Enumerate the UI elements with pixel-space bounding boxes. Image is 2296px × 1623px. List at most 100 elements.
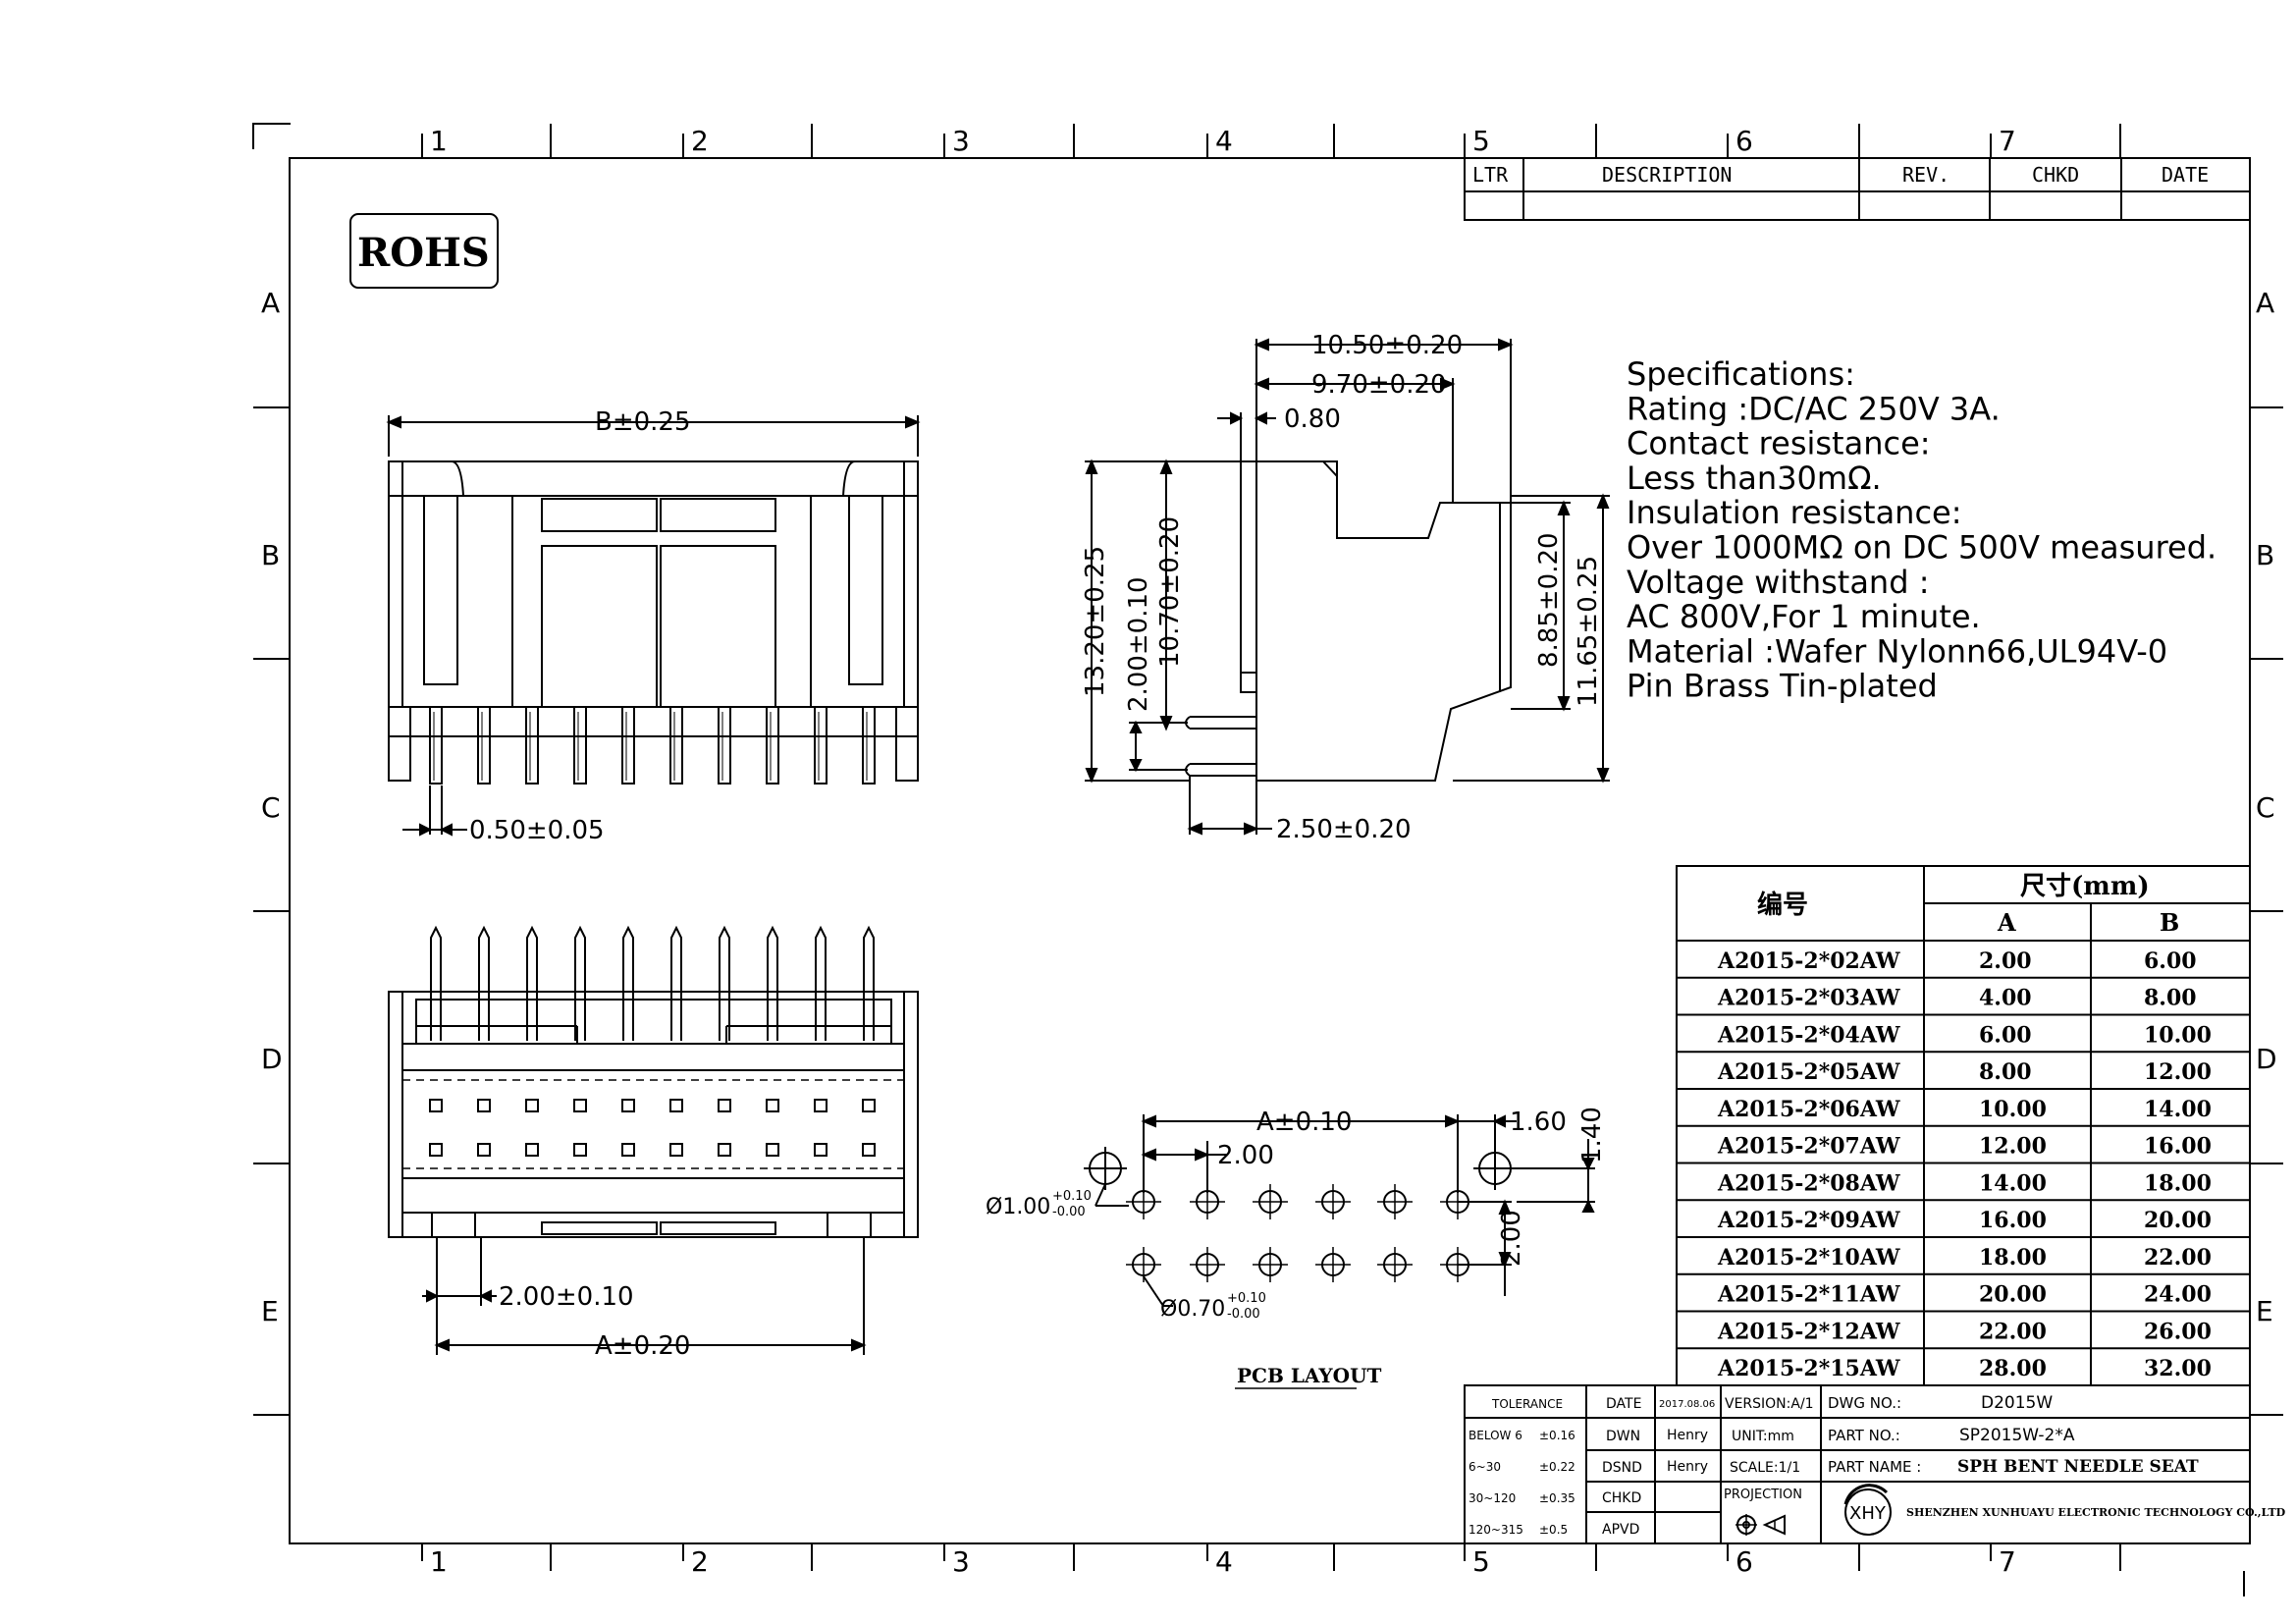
top-pin-square: [525, 1099, 539, 1112]
front-pin: [573, 706, 587, 784]
dim-10-50: 10.50±0.20: [1311, 331, 1463, 360]
dim-pitch: 2.00±0.10: [499, 1282, 634, 1312]
table-part-number: A2015-2*06AW: [1717, 1097, 1900, 1122]
table-part-number: A2015-2*11AW: [1717, 1282, 1900, 1308]
front-pin: [862, 706, 876, 784]
spec-line: Contact resistance:: [1627, 425, 1931, 462]
pcb-dim-1-40: 1.40: [1577, 1107, 1607, 1163]
pcb-hole-large-tol-dn: -0.00: [1052, 1205, 1086, 1219]
part-no-label: PART NO.:: [1828, 1427, 1900, 1444]
front-pin: [429, 706, 443, 784]
company-name: SHENZHEN XUNHUAYU ELECTRONIC TECHNOLOGY …: [1906, 1506, 2286, 1519]
spec-line: Voltage withstand :: [1627, 564, 1929, 601]
top-pin-square: [814, 1143, 828, 1157]
top-pin-square: [814, 1099, 828, 1112]
tolerance-range: BELOW 6: [1468, 1429, 1522, 1442]
top-pin-square: [669, 1099, 683, 1112]
dwn-label: DWN: [1606, 1429, 1640, 1444]
top-pin-square: [766, 1099, 779, 1112]
pcb-hole-small: Ø0.70: [1160, 1297, 1225, 1322]
top-pin: [430, 925, 442, 1041]
table-dim-b: 8.00: [2144, 986, 2197, 1011]
tolerance-value: ±0.16: [1539, 1429, 1575, 1442]
top-pin-square: [621, 1143, 635, 1157]
dwn-name: Henry: [1667, 1428, 1708, 1443]
top-pin-square: [718, 1099, 731, 1112]
spec-line: Material :Wafer Nylonn66,UL94V-0: [1627, 632, 2167, 670]
part-no: SP2015W-2*A: [1959, 1426, 2075, 1445]
company-logo: XHY: [1843, 1484, 1892, 1536]
date-label: DATE: [1606, 1396, 1641, 1412]
pcb-layout: [1084, 1114, 1595, 1307]
top-pin: [670, 925, 682, 1041]
table-dim-a: 14.00: [1979, 1170, 2047, 1196]
top-pin: [863, 925, 875, 1041]
top-pin: [767, 925, 778, 1041]
frame-col-label-top: 6: [1735, 125, 1753, 157]
dsnd-label: DSND: [1602, 1460, 1642, 1476]
spec-line: Insulation resistance:: [1627, 494, 1962, 531]
top-pin-square: [766, 1143, 779, 1157]
unit: UNIT:mm: [1732, 1429, 1794, 1444]
top-pin-square: [621, 1099, 635, 1112]
version: VERSION:A/1: [1725, 1396, 1814, 1412]
table-dim-a: 16.00: [1979, 1208, 2047, 1233]
frame-col-label-bottom: 3: [952, 1545, 970, 1578]
front-pin: [766, 706, 779, 784]
revision-block: LTR DESCRIPTION REV. CHKD DATE: [1464, 157, 2251, 221]
projection-symbol-icon: [1735, 1514, 1786, 1536]
table-dim-b: 26.00: [2144, 1319, 2212, 1344]
part-name-label: PART NAME :: [1828, 1458, 1921, 1476]
tolerance-value: ±0.35: [1539, 1491, 1575, 1505]
spec-line: Rating :DC/AC 250V 3A.: [1627, 390, 2001, 427]
table-dim-b: 6.00: [2144, 948, 2197, 974]
table-part-number: A2015-2*12AW: [1717, 1319, 1900, 1344]
specifications: Specifications:Rating :DC/AC 250V 3A.Con…: [1627, 355, 2216, 705]
rohs-label: ROHS: [357, 230, 490, 276]
projection-label: PROJECTION: [1724, 1488, 1802, 1502]
side-view: [1085, 338, 1610, 836]
front-pin: [477, 706, 491, 784]
rev-header-ltr: LTR: [1472, 163, 1509, 187]
top-pin: [622, 925, 634, 1041]
spec-line: Over 1000MΩ on DC 500V measured.: [1627, 529, 2216, 567]
top-view: [388, 925, 919, 1355]
pcb-layout-title: PCB LAYOUT: [1237, 1364, 1382, 1387]
dim-13-20: 13.20±0.25: [1081, 546, 1110, 697]
dim-9-70: 9.70±0.20: [1311, 370, 1447, 400]
rev-header-description: DESCRIPTION: [1602, 163, 1732, 187]
top-pin-square: [573, 1143, 587, 1157]
frame-col-label-top: 5: [1472, 125, 1490, 157]
table-dim-b: 22.00: [2144, 1245, 2212, 1271]
rev-header-rev: REV.: [1902, 163, 1949, 187]
company-logo-text: XHY: [1849, 1503, 1887, 1524]
table-part-number: A2015-2*08AW: [1717, 1170, 1900, 1196]
table-part-number: A2015-2*03AW: [1717, 986, 1900, 1011]
table-header-size: 尺寸(mm): [2020, 872, 2150, 901]
table-part-number: A2015-2*07AW: [1717, 1134, 1900, 1160]
frame-col-label-bottom: 4: [1215, 1545, 1233, 1578]
spec-line: Pin Brass Tin-plated: [1627, 668, 1938, 705]
spec-line: AC 800V,For 1 minute.: [1627, 598, 1981, 635]
dwg-no: D2015W: [1981, 1393, 2053, 1413]
table-dim-b: 18.00: [2144, 1170, 2212, 1196]
table-dim-a: 10.00: [1979, 1097, 2047, 1122]
frame-col-label-top: 4: [1215, 125, 1233, 157]
dim-b: B±0.25: [595, 407, 691, 437]
frame-col-label-bottom: 2: [691, 1545, 709, 1578]
frame-row-label-right: A: [2256, 287, 2274, 319]
table-dim-a: 28.00: [1979, 1356, 2047, 1381]
top-pin-square: [573, 1099, 587, 1112]
pcb-hole-small-tol-dn: -0.00: [1227, 1307, 1260, 1322]
top-pin: [815, 925, 827, 1041]
table-header-part: 编号: [1757, 890, 1808, 920]
top-pin-square: [669, 1143, 683, 1157]
dim-8-85: 8.85±0.20: [1534, 532, 1564, 668]
table-dim-a: 4.00: [1979, 986, 2032, 1011]
front-view: [386, 415, 921, 837]
table-part-number: A2015-2*05AW: [1717, 1059, 1900, 1085]
table-dim-b: 12.00: [2144, 1059, 2212, 1085]
front-pin: [814, 706, 828, 784]
